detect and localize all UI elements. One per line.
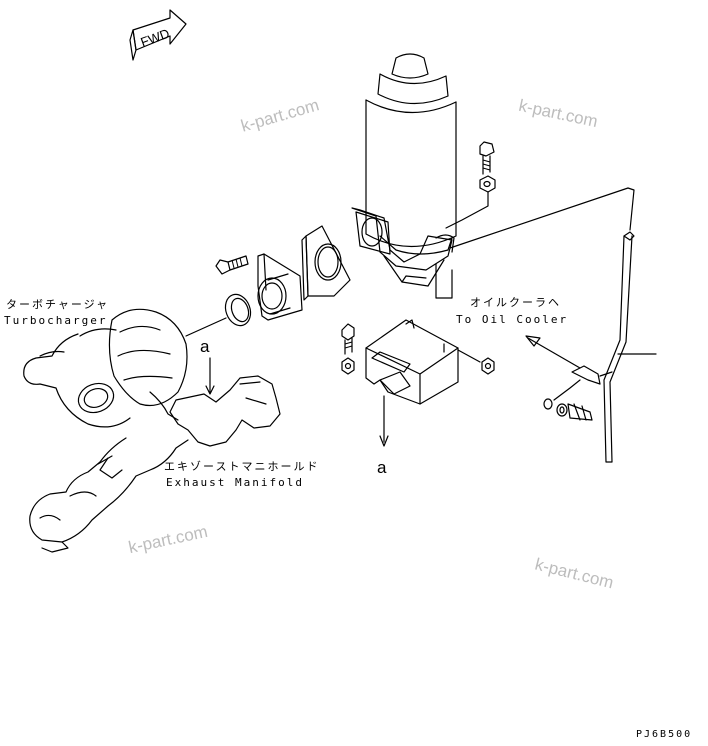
reference-a-upper: a — [200, 337, 210, 356]
turbocharger-label-en: Turbocharger — [4, 314, 108, 327]
reference-a-lower: a — [377, 458, 387, 477]
oil-cooler-arrow — [525, 335, 581, 369]
oil-cooler-label-en: To Oil Cooler — [456, 313, 569, 326]
drawing-code: PJ6B500 — [636, 729, 693, 740]
turbocharger-label-jp: ターボチャージャ — [6, 298, 110, 311]
ref-arrow-upper — [205, 357, 215, 395]
exhaust-manifold-label-jp: エキゾーストマニホールド — [164, 460, 320, 473]
gasket-flange — [301, 225, 351, 301]
pipe-clamp — [571, 365, 613, 385]
nut-bracket-left — [341, 357, 355, 375]
exhaust-manifold — [29, 375, 281, 553]
fwd-label: FWD — [139, 26, 172, 50]
adapter-flange — [257, 253, 303, 321]
seal-ring — [224, 293, 252, 327]
bolt-flange — [215, 255, 249, 275]
nut-bracket-right — [481, 357, 495, 375]
bolt-lower-right — [543, 379, 593, 421]
oil-cooler-label-jp: オイルクーラヘ — [470, 296, 561, 309]
ref-arrow-lower — [379, 395, 389, 447]
nut-upper — [445, 175, 496, 229]
bolt-upper — [479, 141, 495, 175]
oil-pipe — [603, 231, 657, 463]
bolt-bracket — [341, 323, 355, 355]
mounting-bracket — [365, 319, 459, 405]
exhaust-manifold-label-en: Exhaust Manifold — [166, 476, 304, 489]
fwd-arrow-icon: FWD — [129, 9, 187, 61]
muffler-canister — [351, 53, 457, 287]
turbocharger — [23, 308, 188, 428]
